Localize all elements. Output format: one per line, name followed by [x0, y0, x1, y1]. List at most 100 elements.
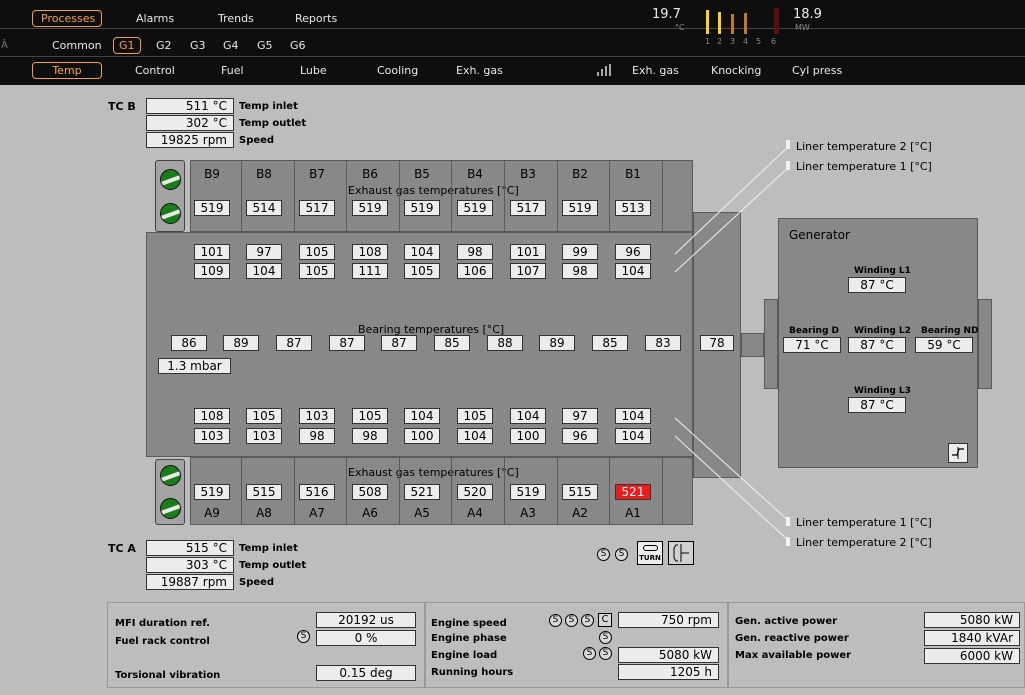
engine-load-value: 5080 kW	[618, 647, 719, 663]
liner-legend-top-1: Liner temperature 1 [°C]	[796, 160, 932, 173]
liner-temp-1-b: 106	[457, 263, 493, 279]
bearing-end-value: 78	[700, 335, 734, 351]
turning-gear-button[interactable]: TURN	[637, 541, 663, 565]
turbocharger-b[interactable]	[155, 160, 185, 232]
engine-load-label: Engine load	[431, 650, 498, 661]
liner-temp-2-a: 98	[352, 428, 388, 444]
liner-temp-2-b: 101	[510, 244, 546, 260]
cylinder-label-a: A6	[362, 506, 378, 520]
exhaust-temp-a: 519	[510, 484, 546, 500]
speed-c-icon: C	[598, 613, 612, 627]
gear-engage-icon	[673, 544, 689, 562]
cylinder-label-b: B5	[414, 167, 430, 181]
liner-temp-1-a: 105	[352, 408, 388, 424]
liner-legend-top-2: Liner temperature 2 [°C]	[796, 140, 932, 153]
tab-g2[interactable]: G2	[156, 38, 172, 52]
tc-b-speed: 19825 rpm	[146, 132, 234, 148]
tab-cyl-press[interactable]: Cyl press	[792, 63, 843, 77]
tab-knocking[interactable]: Knocking	[711, 63, 762, 77]
engine-speed-label: Engine speed	[431, 618, 507, 629]
main-bearing-temp: 89	[539, 335, 575, 351]
tab-g3[interactable]: G3	[190, 38, 206, 52]
cylinder-label-a: A8	[256, 506, 272, 520]
bar-chart-icon[interactable]	[597, 64, 611, 76]
valve-a-upper-icon	[160, 465, 181, 486]
gen-num-4: 4	[743, 37, 749, 46]
liner-temp-2-a: 104	[457, 428, 493, 444]
liner-temp-2-a: 104	[615, 428, 651, 444]
tab-reports[interactable]: Reports	[295, 11, 338, 25]
exhaust-temp-b: 519	[404, 200, 440, 216]
liner-marker-top-2	[786, 140, 790, 149]
fuel-rack-value: 0 %	[316, 630, 416, 646]
tab-fuel[interactable]: Fuel	[221, 63, 244, 77]
valve-b-upper-icon	[160, 169, 181, 190]
torsional-label: Torsional vibration	[115, 670, 221, 681]
tab-g5[interactable]: G5	[257, 38, 273, 52]
exhaust-temp-b: 519	[562, 200, 598, 216]
tc-b-speed-label: Speed	[239, 135, 275, 146]
liner-legend-bottom-1: Liner temperature 1 [°C]	[796, 516, 932, 529]
tc-a-speed: 19887 rpm	[146, 574, 234, 590]
tab-trends[interactable]: Trends	[218, 11, 254, 25]
tab-common[interactable]: Common	[52, 38, 102, 52]
cylinder-label-a: A1	[625, 506, 641, 520]
main-bearing-temp: 87	[381, 335, 417, 351]
tab-g6[interactable]: G6	[290, 38, 306, 52]
tab-processes[interactable]: Processes	[32, 9, 102, 27]
tab-g4[interactable]: G4	[223, 38, 239, 52]
turn-label: TURN	[639, 554, 661, 562]
cylinder-label-b: B1	[625, 167, 641, 181]
cylinder-divider-a	[557, 457, 558, 525]
tc-a-temp-inlet: 515 °C	[146, 540, 234, 556]
gen-active-power-label: Gen. active power	[735, 616, 838, 627]
max-available-power-value: 6000 kW	[924, 648, 1020, 664]
cylinder-divider-b	[504, 160, 505, 232]
main-bearing-temp: 87	[329, 335, 365, 351]
cylinder-label-b: B8	[256, 167, 272, 181]
main-bearing-temp: 87	[276, 335, 312, 351]
main-tabs: Processes	[32, 9, 102, 27]
tab-temp[interactable]: Temp	[32, 61, 102, 79]
cylinder-label-b: B4	[467, 167, 483, 181]
gen-num-3: 3	[730, 37, 736, 46]
fuel-rack-s-icon: S	[297, 630, 310, 643]
bearing-title: Bearing temperatures [°C]	[358, 323, 505, 336]
tc-a-temp-outlet: 303 °C	[146, 557, 234, 573]
gen-bar-4	[744, 13, 747, 34]
turbocharger-a[interactable]	[155, 459, 185, 525]
tab-exh-gas[interactable]: Exh. gas	[456, 63, 503, 77]
tab-control[interactable]: Control	[135, 63, 175, 77]
power-readout: 18.9	[793, 7, 822, 22]
exhaust-temp-a: 521	[404, 484, 440, 500]
tc-b-temp-outlet: 302 °C	[146, 115, 234, 131]
liner-temp-1-b: 104	[615, 263, 651, 279]
tab-g1[interactable]: G1	[113, 36, 141, 54]
turning-gear-engage-button[interactable]	[668, 541, 694, 565]
tc-a-label: TC A	[108, 542, 136, 555]
tab-lube[interactable]: Lube	[300, 63, 327, 77]
tab-exh-gas-right[interactable]: Exh. gas	[632, 63, 679, 77]
valve-a-lower-icon	[160, 498, 181, 519]
cylinder-divider-a	[451, 457, 452, 525]
phase-s-icon: S	[599, 631, 612, 644]
cylinder-divider-b	[241, 160, 242, 232]
valve-b-lower-icon	[160, 203, 181, 224]
exhaust-temp-b: 513	[615, 200, 651, 216]
shaft-coupling	[741, 333, 764, 357]
gen-bar-1	[706, 10, 709, 34]
winding-l3-value: 87 °C	[848, 397, 906, 413]
generator-breaker-icon[interactable]	[948, 443, 968, 463]
exhaust-temp-a: 515	[562, 484, 598, 500]
gen-num-1: 1	[705, 37, 711, 46]
tc-a-speed-label: Speed	[239, 577, 275, 588]
exhaust-temp-b: 519	[194, 200, 230, 216]
winding-l1-label: Winding L1	[854, 266, 911, 276]
bearing-nd-label: Bearing ND	[921, 326, 979, 336]
liner-temp-2-b: 98	[457, 244, 493, 260]
tab-cooling[interactable]: Cooling	[377, 63, 419, 77]
exhaust-temp-a: 521	[615, 484, 651, 500]
tab-alarms[interactable]: Alarms	[136, 11, 175, 25]
liner-temp-2-b: 105	[299, 244, 335, 260]
exhaust-temp-b: 519	[352, 200, 388, 216]
